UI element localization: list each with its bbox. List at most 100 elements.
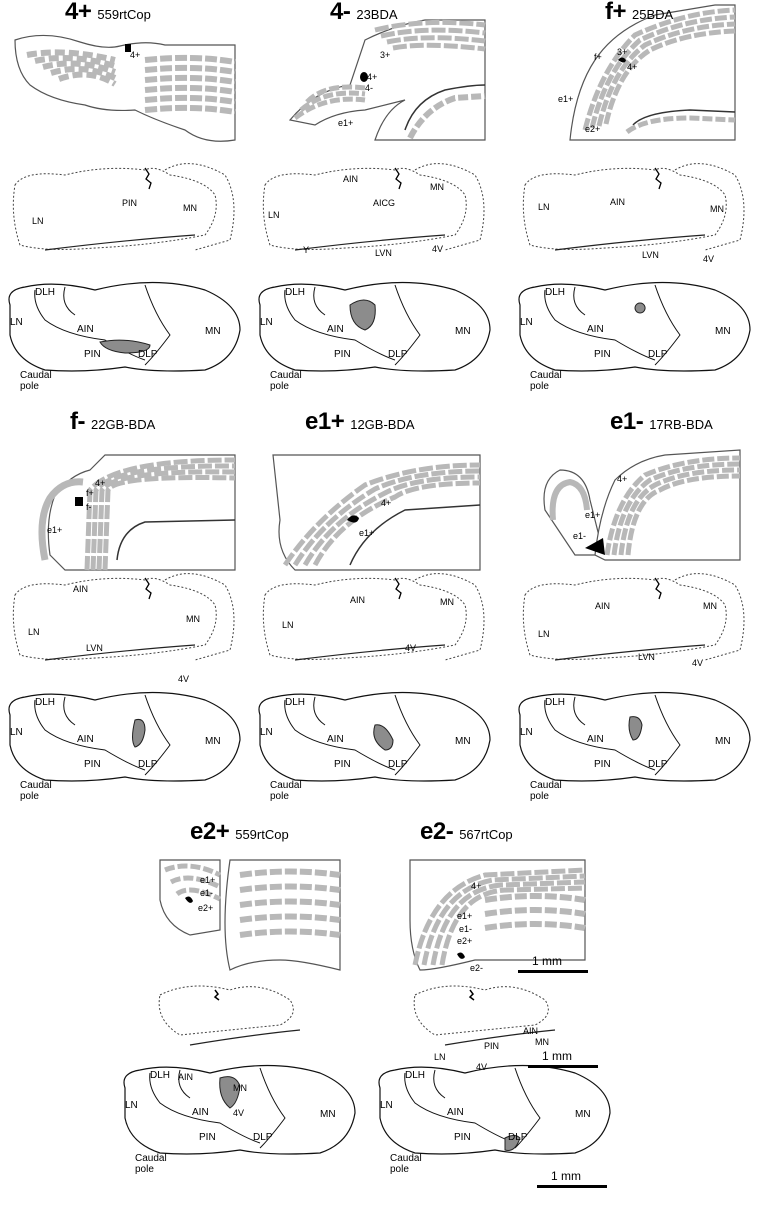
nucleus-label: LVN <box>375 248 392 258</box>
map-nucleus-label: PIN <box>199 1132 216 1143</box>
map-nucleus-label: PIN <box>84 349 101 360</box>
cerebellar-section <box>272 454 481 571</box>
map-nucleus-label: DLP <box>388 349 408 360</box>
section-label: 4+ <box>367 72 378 82</box>
panel-1-drawing <box>258 19 491 372</box>
nucleus-label: Y <box>303 245 310 255</box>
tracer-label: 559rtCop <box>97 7 151 22</box>
map-nucleus-label: DLH <box>285 697 306 708</box>
section-label: 4- <box>365 83 374 93</box>
map-nucleus-label: PIN <box>454 1132 471 1143</box>
nucleus-label: 4V <box>405 643 417 653</box>
nuclei-map <box>518 281 751 372</box>
section-label: 4+ <box>627 62 638 72</box>
map-nucleus-label: AIN <box>327 324 344 335</box>
panel-5-drawing <box>518 449 751 782</box>
nucleus-label: AIN <box>178 1072 194 1082</box>
map-nucleus-label: LN <box>380 1100 393 1111</box>
nucleus-label: LN <box>268 210 280 220</box>
zone-label: f+ <box>605 0 627 25</box>
map-nucleus-label: PIN <box>594 759 611 770</box>
map-nucleus-label: DLH <box>150 1070 171 1081</box>
map-nucleus-label: PIN <box>334 759 351 770</box>
caudal-pole-label: Caudal pole <box>530 780 562 802</box>
map-nucleus-label: MN <box>455 736 471 747</box>
map-nucleus-label: DLP <box>508 1132 528 1143</box>
nucleus-label: 4V <box>432 244 444 254</box>
section-label: e1+ <box>200 875 216 885</box>
map-nucleus-label: DLH <box>285 287 306 298</box>
caudal-pole-label: Caudal pole <box>20 370 52 392</box>
nuclei-section <box>158 985 301 1046</box>
section-label: e1+ <box>457 911 473 921</box>
map-nucleus-label: DLH <box>405 1070 426 1081</box>
nucleus-label: MN <box>183 203 197 213</box>
nucleus-label: MN <box>440 597 454 607</box>
map-nucleus-label: LN <box>260 727 273 738</box>
cerebellar-section <box>159 859 341 971</box>
map-nucleus-label: AIN <box>77 324 94 335</box>
tracer-label: 17RB-BDA <box>649 417 713 432</box>
section-label: 4+ <box>471 881 482 891</box>
map-nucleus-label: MN <box>715 736 731 747</box>
map-nucleus-label: LN <box>10 727 23 738</box>
zone-label: e2- <box>420 818 454 845</box>
panel-title: 4- 23BDA <box>330 0 398 26</box>
zone-label: f- <box>70 408 85 435</box>
map-nucleus-label: MN <box>715 326 731 337</box>
panel-0-drawing <box>8 34 241 372</box>
scale-bar-label: 1 mm <box>532 954 562 968</box>
map-nucleus-label: PIN <box>84 759 101 770</box>
section-label: 3+ <box>380 50 391 60</box>
nucleus-label: 4V <box>692 658 704 668</box>
map-nucleus-label: MN <box>575 1109 591 1120</box>
map-nucleus-label: MN <box>320 1109 336 1120</box>
nucleus-label: 4V <box>476 1062 488 1072</box>
nucleus-label: MN <box>430 182 444 192</box>
map-nucleus-label: AIN <box>587 324 604 335</box>
map-nucleus-label: AIN <box>192 1107 209 1118</box>
panel-title: f+25BDA <box>605 0 673 26</box>
nuclei-section <box>522 163 745 251</box>
scale-bar-label: 1 mm <box>542 1049 572 1063</box>
panel-6-drawing <box>123 859 356 1155</box>
map-nucleus-label: DLH <box>545 287 566 298</box>
section-label: f- <box>86 502 92 512</box>
section-label: 4+ <box>617 474 628 484</box>
section-label: f+ <box>594 52 602 62</box>
caudal-pole-label: Caudal pole <box>135 1153 167 1175</box>
tracer-label: 23BDA <box>356 7 398 22</box>
scale-bar <box>528 1065 598 1068</box>
zone-label: e1+ <box>305 408 345 435</box>
nucleus-label: AIN <box>595 601 611 611</box>
caudal-pole-label: Caudal pole <box>390 1153 422 1175</box>
section-label: e1+ <box>338 118 354 128</box>
nucleus-label: MN <box>535 1037 549 1047</box>
section-label: 3+ <box>617 47 628 57</box>
nuclei-map <box>258 281 491 372</box>
panel-2-drawing <box>518 4 751 372</box>
zone-label: 4- <box>330 0 351 25</box>
nuclei-section <box>413 985 556 1046</box>
tracer-label: 559rtCop <box>235 827 289 842</box>
map-nucleus-label: DLP <box>138 349 158 360</box>
nucleus-label: AIN <box>523 1026 539 1036</box>
nucleus-label: LVN <box>86 643 103 653</box>
tracer-label: 12GB-BDA <box>350 417 415 432</box>
map-nucleus-label: LN <box>260 317 273 328</box>
map-nucleus-label: MN <box>455 326 471 337</box>
nucleus-label: LN <box>434 1052 446 1062</box>
caudal-pole-label: Caudal pole <box>530 370 562 392</box>
tracer-label: 22GB-BDA <box>90 417 156 432</box>
section-label: e1+ <box>359 528 375 538</box>
nucleus-label: PIN <box>484 1041 500 1051</box>
nucleus-label: LN <box>282 620 294 630</box>
nucleus-label: AICG <box>373 198 396 208</box>
panel-title: e2-567rtCop <box>420 818 513 846</box>
nucleus-label: LVN <box>642 250 659 260</box>
map-nucleus-label: AIN <box>77 734 94 745</box>
nucleus-label: MN <box>703 601 717 611</box>
scale-bar-label: 1 mm <box>551 1169 581 1183</box>
panel-title: 4+559rtCop <box>65 0 151 26</box>
